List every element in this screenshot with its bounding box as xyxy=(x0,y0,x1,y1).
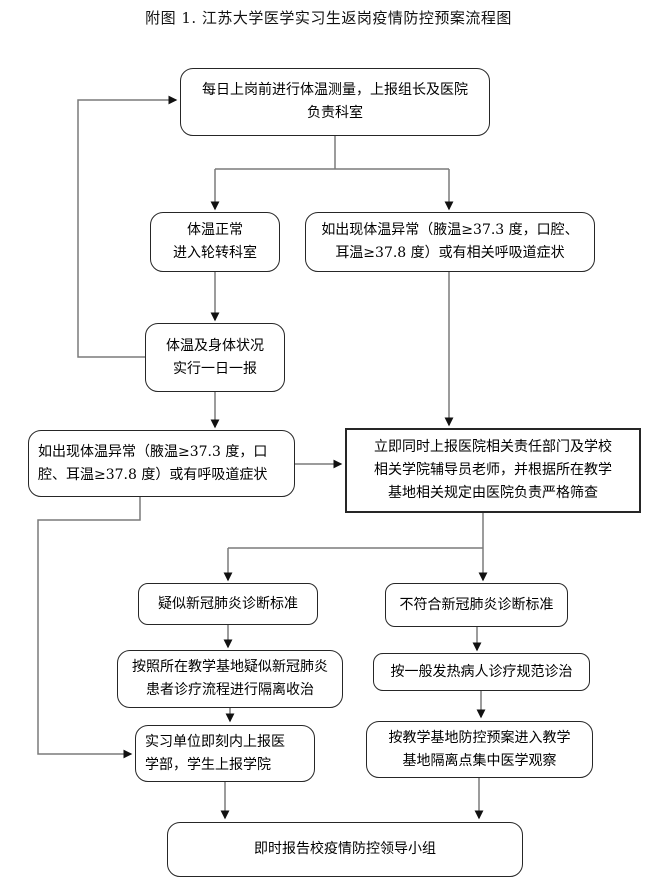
node-daily-status-report: 体温及身体状况 实行一日一报 xyxy=(145,323,285,392)
node-immediate-report-screening: 立即同时上报医院相关责任部门及学校 相关学院辅导员老师，并根据所在教学 基地相关… xyxy=(345,428,641,513)
node-temp-normal: 体温正常 进入轮转科室 xyxy=(150,212,280,272)
node-temp-abnormal-respiratory: 如出现体温异常（腋温≥37.3 度，口 腔、耳温≥37.8 度）或有呼吸道症状 xyxy=(28,430,295,497)
node-daily-temp-check: 每日上岗前进行体温测量，上报组长及医院 负责科室 xyxy=(180,68,490,136)
node-temp-abnormal-report: 如出现体温异常（腋温≥37.3 度，口腔、 耳温≥37.8 度）或有相关呼吸道症… xyxy=(305,212,595,272)
arrow-feedback-to-daily xyxy=(77,95,178,358)
node-suspected-covid-criteria: 疑似新冠肺炎诊断标准 xyxy=(138,583,318,625)
node-general-fever-treatment: 按一般发热病人诊疗规范诊治 xyxy=(373,653,590,691)
node-quarantine-medical-observation: 按教学基地防控预案进入教学 基地隔离点集中医学观察 xyxy=(366,721,593,778)
node-unit-report-medical-school: 实习单位即刻内上报医 学部，学生上报学院 xyxy=(135,725,315,782)
page-title: 附图 1. 江苏大学医学实习生返岗疫情防控预案流程图 xyxy=(145,9,512,27)
node-not-match-covid-criteria: 不符合新冠肺炎诊断标准 xyxy=(385,583,568,627)
node-isolation-treatment: 按照所在教学基地疑似新冠肺炎 患者诊疗流程进行隔离收治 xyxy=(117,650,343,708)
node-report-leading-group: 即时报告校疫情防控领导小组 xyxy=(167,822,523,877)
arrow-abnormal2-to-unit-report xyxy=(37,497,141,759)
